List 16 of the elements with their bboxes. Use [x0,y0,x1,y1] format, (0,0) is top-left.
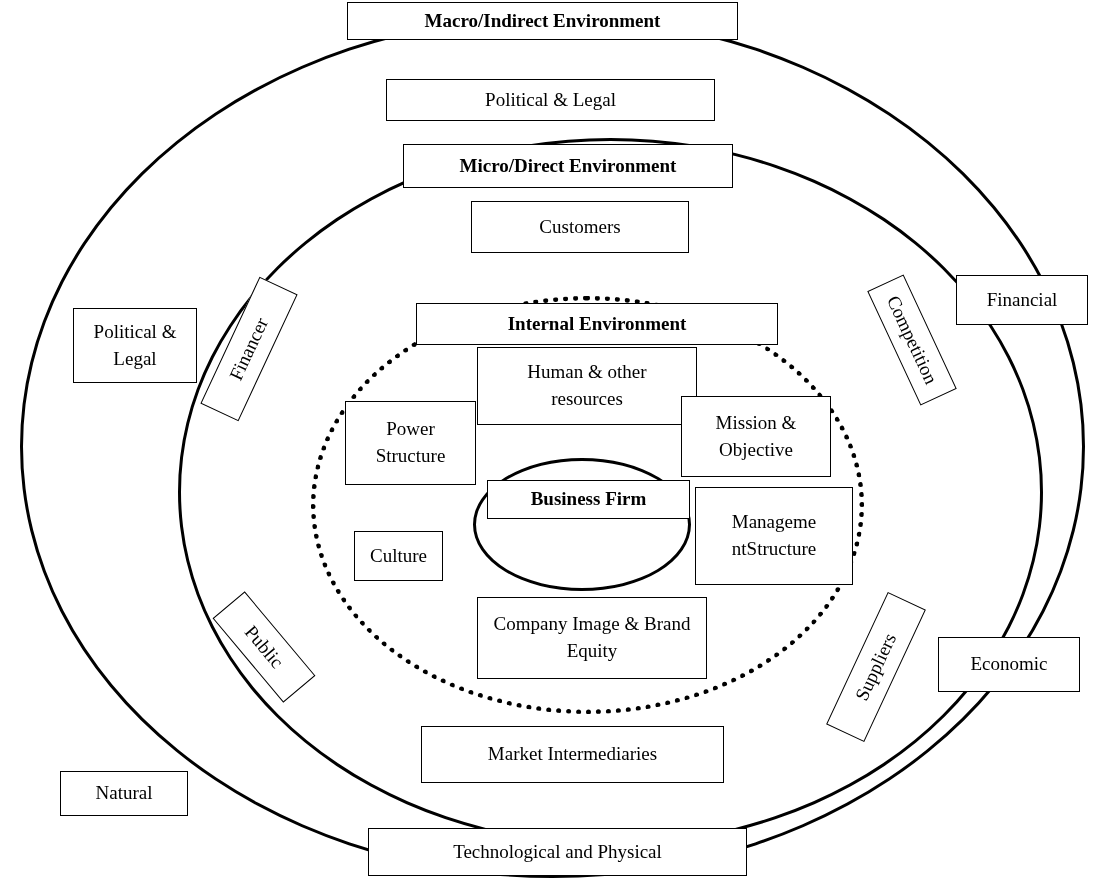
heading-box: Business Firm [487,480,690,519]
environment-ellipse [473,458,691,591]
heading-box: Micro/Direct Environment [403,144,733,188]
factor-box: Mission & Objective [681,396,831,477]
factor-box: Political & Legal [386,79,715,121]
factor-box: Culture [354,531,443,581]
factor-box: Customers [471,201,689,253]
factor-box: Manageme ntStructure [695,487,853,585]
heading-box: Internal Environment [416,303,778,345]
heading-box: Macro/Indirect Environment [347,2,738,40]
factor-box: Company Image & Brand Equity [477,597,707,679]
factor-box: Market Intermediaries [421,726,724,783]
factor-box: Natural [60,771,188,816]
factor-box: Power Structure [345,401,476,485]
factor-box: Human & other resources [477,347,697,425]
factor-box: Political & Legal [73,308,197,383]
